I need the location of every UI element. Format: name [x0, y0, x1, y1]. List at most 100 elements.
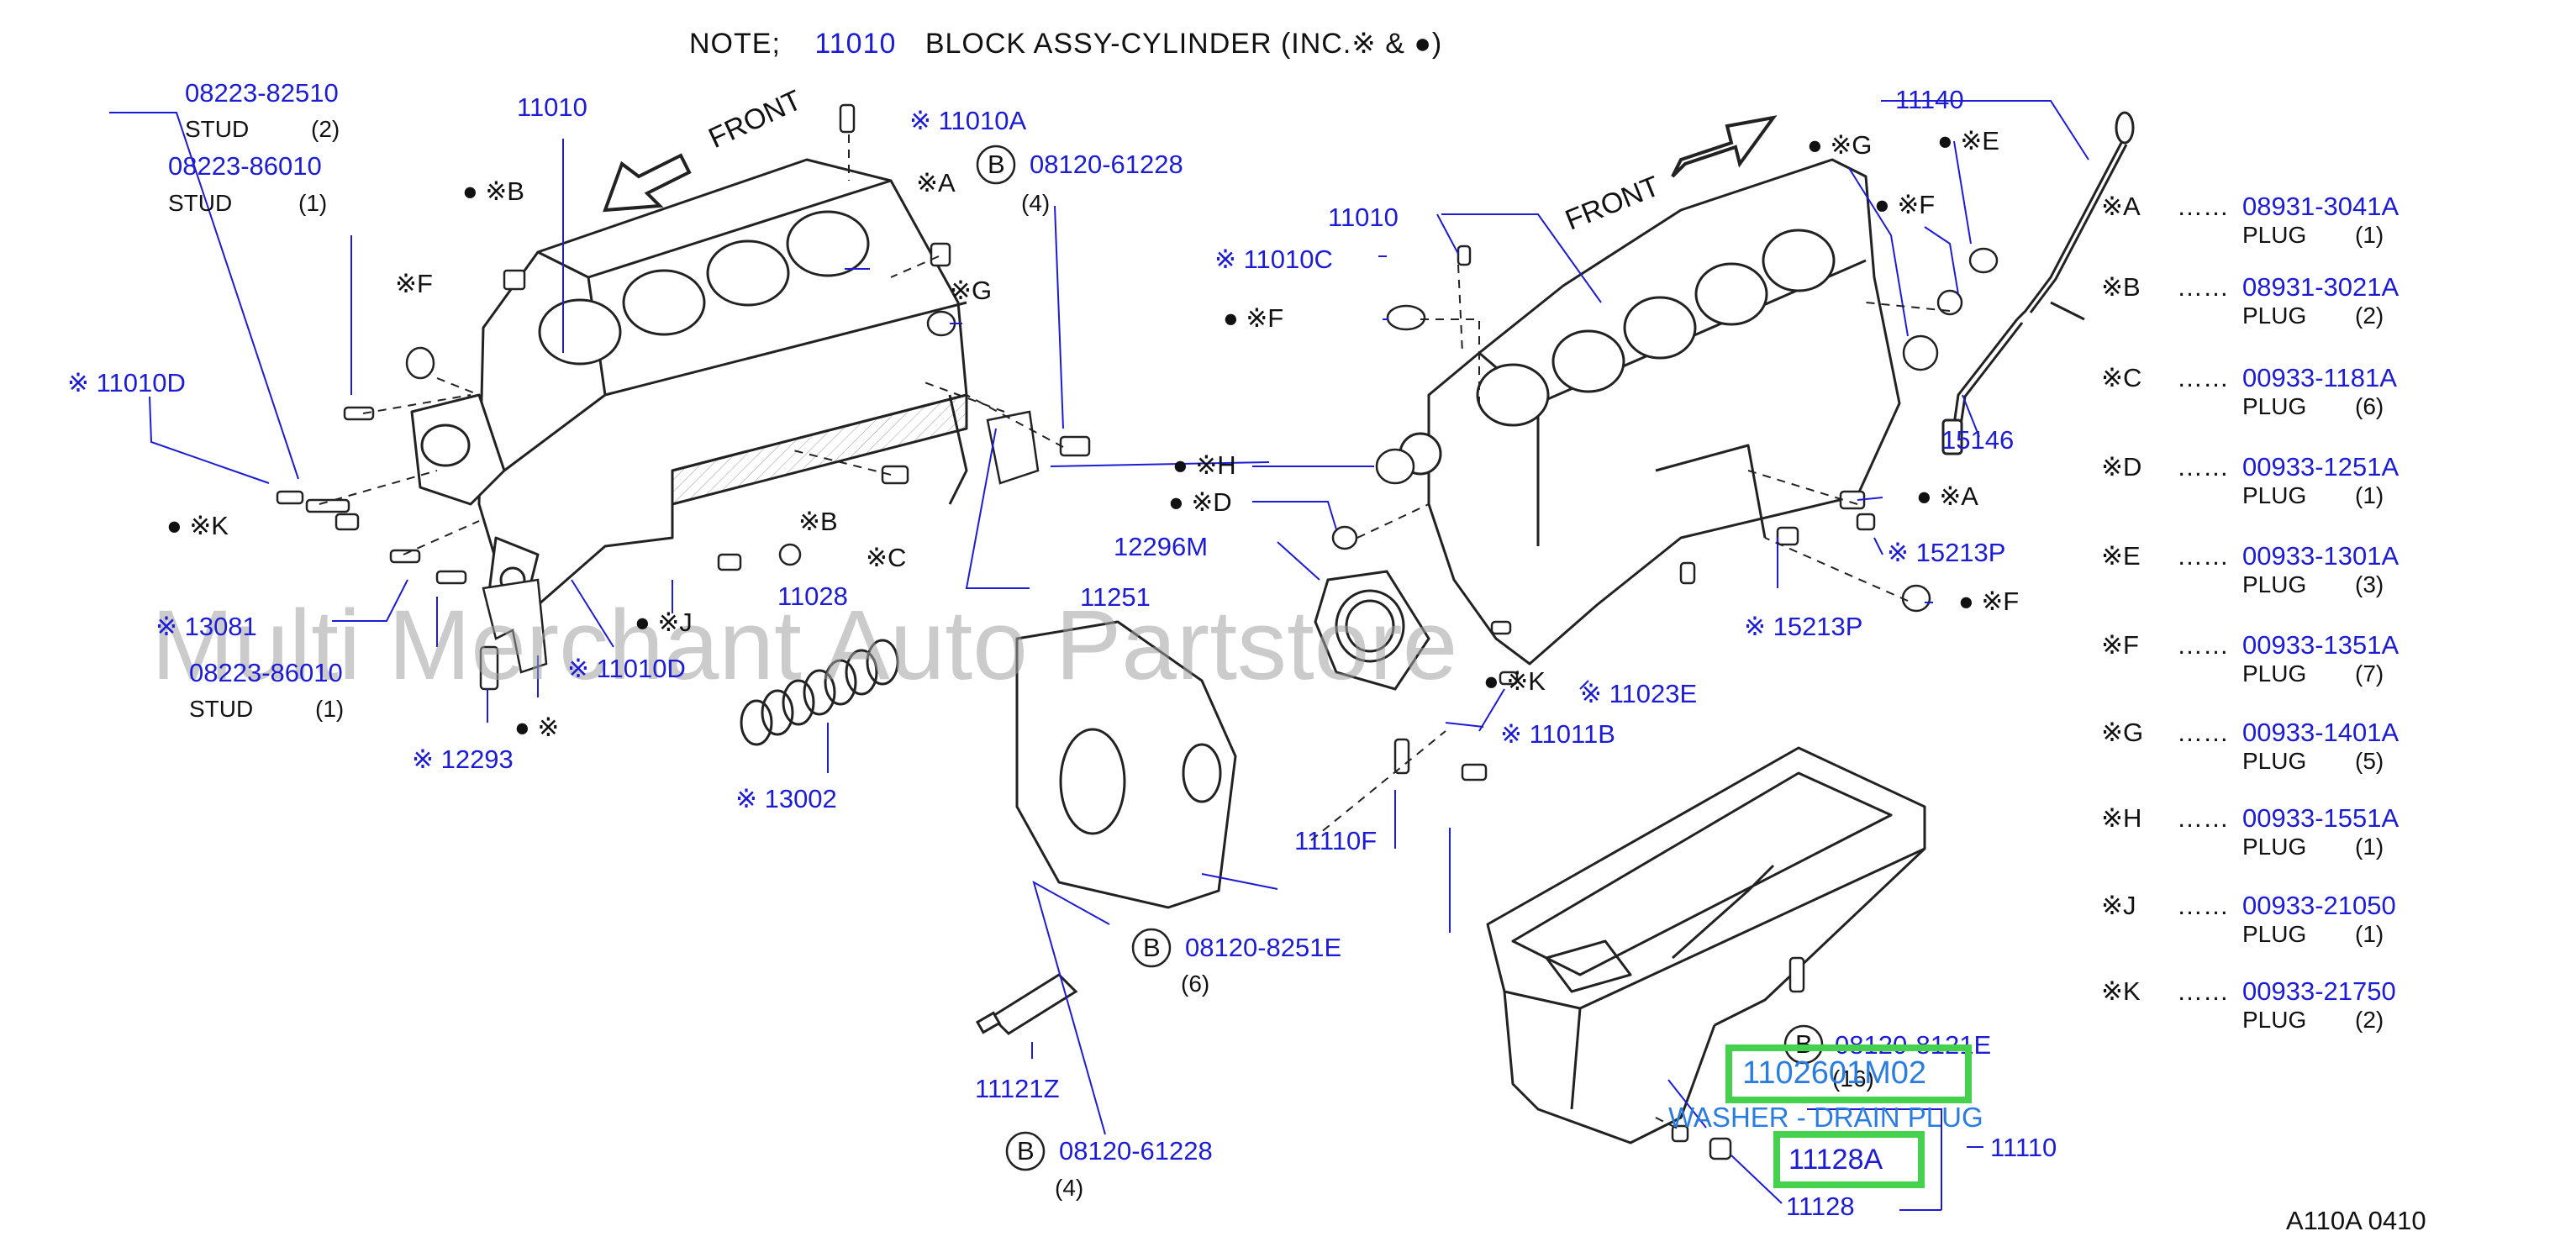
part-11023e[interactable]: ※ 11023E	[1580, 679, 1698, 708]
stud-label: STUD	[168, 190, 233, 216]
part-11110[interactable]: 11110	[1990, 1133, 2057, 1162]
stud-qty: (1)	[298, 190, 328, 216]
right-small-parts	[1331, 245, 1999, 781]
front-arrow-left	[603, 153, 692, 213]
marker-f: ● ※F	[1223, 303, 1284, 333]
part-08223-82510[interactable]: 08223-82510	[185, 78, 339, 108]
legend-desc: PLUG	[2242, 393, 2307, 419]
part-11128[interactable]: 11128	[1786, 1192, 1855, 1221]
stud-label: STUD	[189, 696, 254, 722]
legend-qty: (7)	[2355, 660, 2384, 687]
part-08120-8251e[interactable]: 08120-8251E	[1185, 933, 1342, 962]
legend-part-number[interactable]: 00933-1551A	[2242, 803, 2400, 833]
left-small-parts	[276, 103, 1091, 691]
highlight-box	[1773, 1131, 1925, 1188]
rear-plate-11251	[1015, 620, 1237, 909]
part-15146[interactable]: 15146	[1941, 425, 2015, 455]
marker-f: ※F	[395, 269, 433, 298]
note-part-number[interactable]: 11010	[814, 28, 897, 60]
part-11028[interactable]: 11028	[777, 581, 848, 611]
part-12293[interactable]: ※ 12293	[412, 745, 514, 774]
legend-part-number[interactable]: 00933-21750	[2242, 976, 2396, 1006]
part-13081[interactable]: ※ 13081	[155, 612, 257, 641]
marker-f: ● ※F	[1958, 587, 2020, 616]
part-08223-86010[interactable]: 08223-86010	[189, 658, 343, 687]
legend-dots: ……	[2177, 541, 2229, 571]
part-11010d[interactable]: ※ 11010D	[67, 368, 186, 397]
part-08223-86010[interactable]: 08223-86010	[168, 151, 322, 181]
highlight-box	[1725, 1044, 1972, 1103]
marker-j: ● ※J	[635, 608, 693, 637]
legend-key: ※D	[2101, 452, 2142, 481]
marker-c: ※C	[866, 543, 907, 572]
legend-part-number[interactable]: 00933-1351A	[2242, 630, 2400, 660]
bolt-marker-b: B	[1143, 933, 1161, 962]
legend-part-number[interactable]: 00933-1301A	[2242, 541, 2400, 571]
dipstick	[1941, 111, 2135, 455]
bolt-marker-b: B	[1017, 1136, 1035, 1165]
stud-qty: (1)	[315, 696, 345, 722]
legend-dots: ……	[2177, 891, 2229, 920]
part-11010-left[interactable]: 11010	[517, 92, 587, 122]
legend-part-number[interactable]: 08931-3021A	[2242, 272, 2400, 302]
legend-qty: (1)	[2355, 482, 2384, 508]
part-08120-61228[interactable]: 08120-61228	[1059, 1136, 1213, 1165]
marker-f: ● ※F	[1874, 190, 1936, 219]
qty-label: (4)	[1021, 190, 1051, 216]
part-11010-right[interactable]: 11010	[1328, 203, 1399, 232]
legend-key: ※B	[2101, 272, 2141, 302]
legend-dots: ……	[2177, 272, 2229, 302]
legend-part-number[interactable]: 00933-1181A	[2242, 363, 2397, 392]
part-08120-61228[interactable]: 08120-61228	[1030, 150, 1183, 179]
note-header: NOTE; 11010 BLOCK ASSY-CYLINDER (INC.※ &…	[689, 29, 1442, 58]
qty-label: (6)	[1181, 971, 1210, 997]
legend-desc: PLUG	[2242, 1007, 2307, 1033]
part-11010c[interactable]: ※ 11010C	[1214, 245, 1333, 274]
part-12296m[interactable]: 12296M	[1114, 532, 1209, 561]
legend-key: ※K	[2101, 976, 2141, 1006]
leader-lines	[109, 100, 2089, 1211]
rear-oil-seal	[1314, 570, 1430, 691]
marker-b: ● ※B	[462, 176, 524, 206]
legend-part-number[interactable]: 00933-1251A	[2242, 452, 2400, 481]
part-11128a[interactable]: 11128A	[1788, 1144, 1883, 1176]
part-11140[interactable]: 11140	[1895, 85, 1964, 114]
right-cylinder-block	[1399, 158, 1901, 666]
dashed-lines	[319, 134, 1951, 1131]
part-11251[interactable]: 11251	[1080, 582, 1151, 612]
part-11010d[interactable]: ※ 11010D	[567, 654, 686, 683]
part-11011b[interactable]: ※ 11011B	[1500, 719, 1615, 749]
marker-e: ● ※E	[1937, 126, 1999, 155]
marker-g: ※G	[950, 276, 993, 305]
legend-dots: ……	[2177, 803, 2229, 833]
marker-k: ● ※K	[1483, 666, 1546, 696]
legend-part-number[interactable]: 00933-1401A	[2242, 718, 2400, 747]
part-15213p[interactable]: ※ 15213P	[1744, 612, 1863, 641]
part-13002[interactable]: ※ 13002	[735, 784, 837, 813]
part-11010a[interactable]: ※ 11010A	[909, 106, 1027, 135]
part-1102601m02[interactable]: 1102601M02	[1742, 1055, 1927, 1091]
bolt-marker-b: B	[988, 150, 1005, 179]
part-11110f[interactable]: 11110F	[1294, 826, 1378, 855]
legend-qty: (2)	[2355, 1007, 2384, 1033]
marker-a: ● ※A	[1916, 481, 1978, 511]
bolt-markers	[976, 145, 1824, 1171]
legend-key: ※C	[2101, 363, 2142, 392]
legend-desc: PLUG	[2242, 222, 2307, 248]
marker-h: ● ※H	[1172, 450, 1236, 480]
legend-part-number[interactable]: 00933-21050	[2242, 891, 2396, 920]
marker-k: ● ※K	[166, 511, 229, 540]
qty-label: (4)	[1055, 1175, 1084, 1201]
marker-g: ● ※G	[1807, 130, 1873, 160]
part-15213p[interactable]: ※ 15213P	[1887, 538, 2006, 567]
oil-pan-bolts	[1671, 956, 1805, 1160]
legend-part-number[interactable]: 08931-3041A	[2242, 192, 2400, 221]
part-11121z[interactable]: 11121Z	[975, 1074, 1060, 1103]
legend-desc: PLUG	[2242, 748, 2307, 774]
sealant-tube	[975, 973, 1078, 1035]
legend-dots: ……	[2177, 363, 2229, 392]
